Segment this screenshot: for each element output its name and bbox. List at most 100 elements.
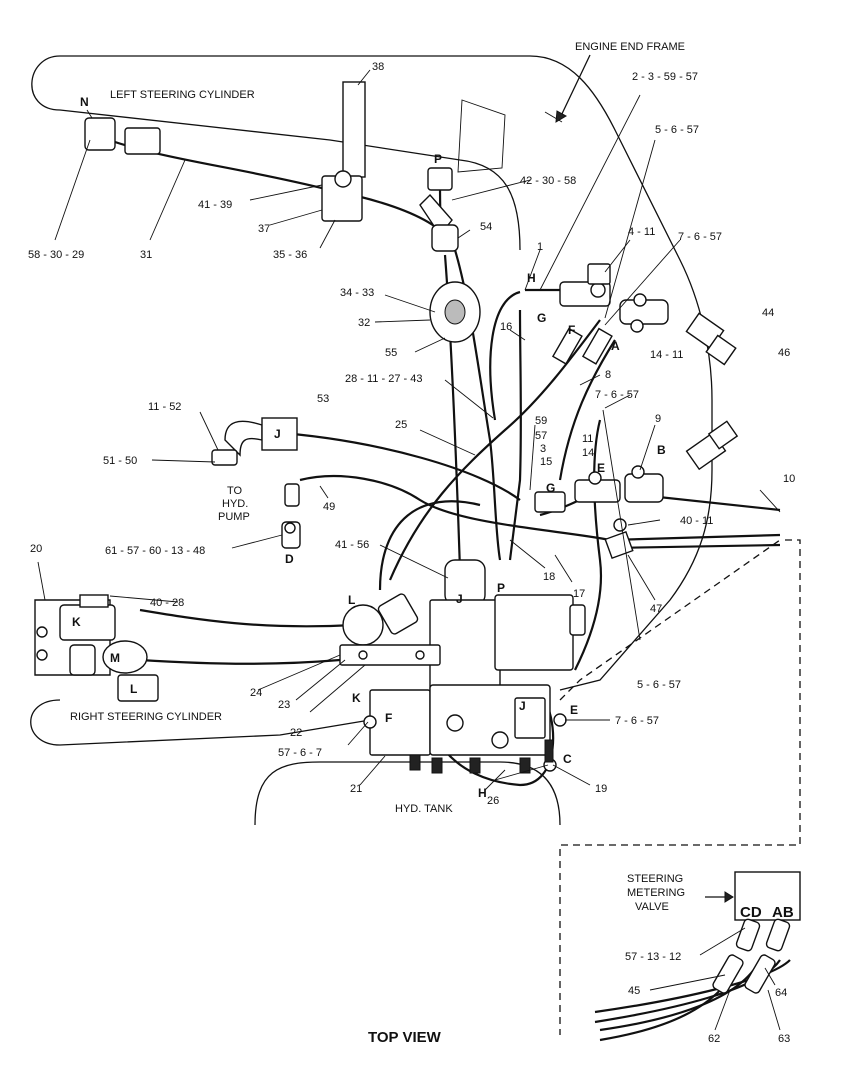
callout-51-50: 51 - 50 <box>103 455 137 467</box>
components <box>34 81 801 994</box>
callout-19: 19 <box>595 783 607 795</box>
connection-letters: N P H G F A J D B E G L J P K M L K F J … <box>72 95 666 800</box>
callout-46: 46 <box>778 347 790 359</box>
letter-a: A <box>611 339 620 353</box>
caption-ports-ab: AB <box>772 904 794 921</box>
letter-n: N <box>80 95 89 109</box>
letter-p-valve: P <box>497 581 505 595</box>
letter-f-top: F <box>568 323 575 337</box>
callout-17: 17 <box>573 588 585 600</box>
steering-metering-valve <box>734 871 801 921</box>
callout-20: 20 <box>30 543 42 555</box>
callout-22: 22 <box>290 727 302 739</box>
captions: ENGINE END FRAME LEFT STEERING CYLINDER … <box>70 41 794 1046</box>
callout-9: 9 <box>655 413 661 425</box>
callout-57: 57 <box>535 430 547 442</box>
callout-37: 37 <box>258 223 270 235</box>
caption-right-steering-cylinder: RIGHT STEERING CYLINDER <box>70 711 222 723</box>
letter-l-left: L <box>130 682 137 696</box>
callout-11: 11 <box>582 433 593 445</box>
letter-e-low: E <box>570 703 578 717</box>
block-f <box>369 689 431 756</box>
caption-left-steering-cylinder: LEFT STEERING CYLINDER <box>110 89 255 101</box>
callout-26: 26 <box>487 795 499 807</box>
letter-l-valve: L <box>348 593 355 607</box>
letter-k-low: K <box>352 691 361 705</box>
letter-f-low: F <box>385 711 392 725</box>
valve-p-body <box>494 594 574 671</box>
callout-1: 1 <box>537 241 543 253</box>
caption-to-hyd-pump-line1: TO <box>227 485 243 497</box>
callout-5-6-57-top: 5 - 6 - 57 <box>655 124 699 136</box>
callout-57-6-7: 57 - 6 - 7 <box>278 747 322 759</box>
letter-e-mid: E <box>597 461 605 475</box>
callout-61-57-60-13-48: 61 - 57 - 60 - 13 - 48 <box>105 545 205 557</box>
callout-5-6-57-low: 5 - 6 - 57 <box>637 679 681 691</box>
callout-7-6-57-low: 7 - 6 - 57 <box>615 715 659 727</box>
callout-28-11-27-43: 28 - 11 - 27 - 43 <box>345 373 422 385</box>
caption-top-view: TOP VIEW <box>368 1029 442 1046</box>
callout-34-33: 34 - 33 <box>340 287 374 299</box>
callout-2-3-59-57: 2 - 3 - 59 - 57 <box>632 71 698 83</box>
letter-g-top: G <box>537 311 546 325</box>
letter-k-left: K <box>72 615 81 629</box>
letter-b: B <box>657 443 666 457</box>
callout-40-11: 40 - 11 <box>680 515 713 527</box>
callout-14: 14 <box>582 447 594 459</box>
letter-h-top: H <box>527 271 536 285</box>
callout-18: 18 <box>543 571 555 583</box>
callout-54: 54 <box>480 221 492 233</box>
callouts: 38 2 - 3 - 59 - 57 5 - 6 - 57 42 - 30 - … <box>28 61 795 1045</box>
callout-55: 55 <box>385 347 397 359</box>
fitting-54 <box>431 224 459 252</box>
callout-47: 47 <box>650 603 662 615</box>
canister-j <box>444 559 486 606</box>
callout-16: 16 <box>500 321 512 333</box>
callout-23: 23 <box>278 699 290 711</box>
main-valve-body <box>429 599 501 691</box>
callout-3: 3 <box>540 443 546 455</box>
callout-57-13-12: 57 - 13 - 12 <box>625 951 681 963</box>
callout-62: 62 <box>708 1033 720 1045</box>
caption-steering-line1: STEERING <box>627 873 683 885</box>
caption-engine-end-frame: ENGINE END FRAME <box>575 41 685 53</box>
callout-21: 21 <box>350 783 362 795</box>
callout-40-28: 40 - 28 <box>150 597 184 609</box>
clamp-47 <box>604 530 634 560</box>
callout-44: 44 <box>762 307 774 319</box>
callout-8: 8 <box>605 369 611 381</box>
block-l <box>117 674 159 702</box>
letter-g-mid: G <box>546 481 555 495</box>
callout-7-6-57-mid: 7 - 6 - 57 <box>595 389 639 401</box>
letter-j-valve: J <box>456 592 463 606</box>
valve-38-body <box>342 81 366 178</box>
callout-14-11: 14 - 11 <box>650 349 683 361</box>
callout-45: 45 <box>628 985 640 997</box>
letter-j-pump: J <box>274 427 281 441</box>
caption-valve-line3: VALVE <box>635 901 669 913</box>
callout-35-36: 35 - 36 <box>273 249 307 261</box>
callout-7-6-57-top: 7 - 6 - 57 <box>678 231 722 243</box>
fitting-m <box>102 640 148 674</box>
callout-32: 32 <box>358 317 370 329</box>
letter-d: D <box>285 552 294 566</box>
callout-59: 59 <box>535 415 547 427</box>
callout-15: 15 <box>540 456 552 468</box>
caption-metering-line2: METERING <box>627 887 685 899</box>
callout-41-56: 41 - 56 <box>335 539 369 551</box>
letter-j-low: J <box>519 699 526 713</box>
callout-58-30-29: 58 - 30 - 29 <box>28 249 84 261</box>
leader-lines <box>37 54 781 1031</box>
letter-m: M <box>110 651 120 665</box>
callout-24: 24 <box>250 687 262 699</box>
callout-49: 49 <box>323 501 335 513</box>
block-k <box>59 604 116 641</box>
callout-31: 31 <box>140 249 152 261</box>
callout-11-52: 11 - 52 <box>148 401 181 413</box>
callout-63: 63 <box>778 1033 790 1045</box>
letter-c: C <box>563 752 572 766</box>
callout-64: 64 <box>775 987 787 999</box>
caption-ports-cd: CD <box>740 904 762 921</box>
